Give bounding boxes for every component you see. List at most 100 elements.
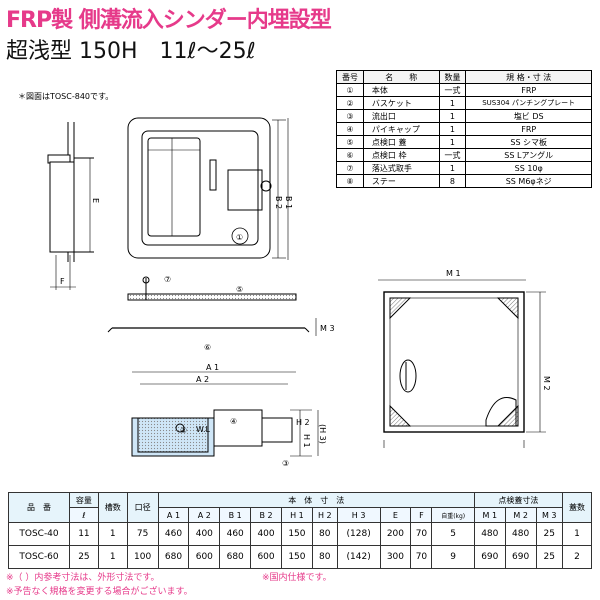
cell: 1 — [438, 135, 467, 149]
subheader: H 1 — [280, 507, 313, 523]
cell: SS 10φ — [465, 161, 592, 175]
cell: 690 — [504, 545, 537, 569]
cell: 25 — [535, 522, 563, 546]
cell: 600 — [188, 545, 221, 569]
cell: FRP — [465, 83, 592, 97]
cell: 1 — [438, 122, 467, 136]
page-subtitle: 超浅型 150H 11ℓ～25ℓ — [6, 39, 256, 64]
subheader: M 2 — [504, 507, 537, 523]
label-A1: A 1 — [206, 363, 219, 372]
cell: 1 — [97, 545, 128, 569]
subheader: A 1 — [157, 507, 190, 523]
label-A2: A 2 — [196, 375, 209, 384]
page-title: FRP製 側溝流入シンダー内埋設型 — [6, 8, 332, 33]
cell: 100 — [126, 545, 159, 569]
cell: パイキャップ — [362, 122, 440, 136]
cell: 200 — [379, 522, 412, 546]
side-section-view — [47, 122, 94, 290]
cell: ⑦ — [336, 161, 364, 175]
header-cover-dims: 点検蓋寸法 — [473, 492, 563, 508]
header-hinban: 品 番 — [8, 492, 70, 523]
cell: FRP — [465, 122, 592, 136]
label-H2: H 2 — [296, 418, 310, 427]
label-E: E — [91, 198, 100, 203]
cell: 400 — [250, 522, 282, 546]
label-H3: (H 3) — [318, 424, 327, 444]
cell: TOSC-40 — [8, 522, 70, 546]
footnote-domestic: ※国内仕様です。 — [262, 573, 332, 583]
cell: ④ — [336, 122, 364, 136]
cell: 1 — [438, 109, 467, 123]
cell: 本体 — [362, 83, 440, 97]
cell: SUS304 パンチングプレート — [465, 96, 592, 110]
header-body-dims: 本 体 寸 法 — [157, 492, 475, 508]
header-diameter: 口径 — [126, 492, 159, 523]
table-row: TOSC-60 25 1 100 680 600 680 600 150 80 … — [8, 545, 593, 569]
cell: 80 — [311, 522, 338, 546]
cell: 300 — [379, 545, 412, 569]
callout-2: ② — [180, 426, 187, 435]
cell: 流出口 — [362, 109, 440, 123]
footnote-reference-dims: ※（ ）内参考寸法は、外形寸法です。 — [6, 573, 160, 583]
subheader: H 2 — [311, 507, 338, 523]
cell: 70 — [410, 522, 433, 546]
cell: 9 — [431, 545, 475, 569]
header-spec: 規 格・寸 法 — [465, 70, 592, 84]
subheader: A 2 — [188, 507, 221, 523]
cover-side-view — [107, 276, 317, 336]
label-M1: M 1 — [446, 269, 461, 278]
subheader: M 3 — [535, 507, 563, 523]
cell: (128) — [336, 522, 381, 546]
cell: 70 — [410, 545, 433, 569]
cell: 80 — [311, 545, 338, 569]
subheader: E — [379, 507, 412, 523]
cell: 600 — [250, 545, 282, 569]
top-plan-view — [127, 117, 289, 260]
cell: 25 — [69, 545, 99, 569]
label-F: F — [60, 277, 65, 286]
cell: 690 — [473, 545, 506, 569]
drawing-note: ＊図面はTOSC-840です。 — [18, 92, 114, 101]
cell: ② — [336, 96, 364, 110]
cell: 1 — [438, 161, 467, 175]
header-baskets: 槽数 — [97, 492, 128, 523]
subheader: H 3 — [336, 507, 381, 523]
label-M3: M 3 — [320, 324, 335, 333]
callout-6: ⑥ — [204, 343, 211, 352]
cell: 150 — [280, 545, 313, 569]
label-WL: W.L — [196, 425, 211, 434]
callout-4: ④ — [230, 417, 237, 426]
cell: 1 — [561, 522, 593, 546]
cell: SS Lアングル — [465, 148, 592, 162]
cell: 点検口 蓋 — [362, 135, 440, 149]
cell: ⑧ — [336, 174, 364, 188]
cell: SS M6φネジ — [465, 174, 592, 188]
label-M2: M 2 — [542, 376, 551, 391]
cell: 11 — [69, 522, 99, 546]
cell: 一式 — [438, 148, 467, 162]
cell: 460 — [157, 522, 190, 546]
inspection-cover-plan — [378, 279, 546, 448]
cell: 1 — [97, 522, 128, 546]
footnote-spec-change: ※予告なく規格を変更する場合がございます。 — [6, 587, 193, 597]
subheader: F — [410, 507, 433, 523]
callout-1: ① — [236, 233, 243, 242]
spec-header-row-2: ℓ A 1 A 2 B 1 B 2 H 1 H 2 H 3 E F 自重(kg)… — [9, 507, 592, 523]
cell: TOSC-60 — [8, 545, 70, 569]
cell: (142) — [336, 545, 381, 569]
label-B2: B 2 — [274, 196, 283, 209]
cell: ③ — [336, 109, 364, 123]
cell: 480 — [473, 522, 506, 546]
cell: 150 — [280, 522, 313, 546]
cell: 400 — [188, 522, 221, 546]
subheader: B 1 — [219, 507, 252, 523]
subheader: 自重(kg) — [431, 507, 475, 523]
cell: ⑥ — [336, 148, 364, 162]
cell: 一式 — [438, 83, 467, 97]
header-name: 名 称 — [362, 70, 440, 84]
spec-table: 品 番 容量 槽数 口径 本 体 寸 法 点検蓋寸法 蓋数 ℓ A 1 A 2 … — [8, 492, 593, 569]
